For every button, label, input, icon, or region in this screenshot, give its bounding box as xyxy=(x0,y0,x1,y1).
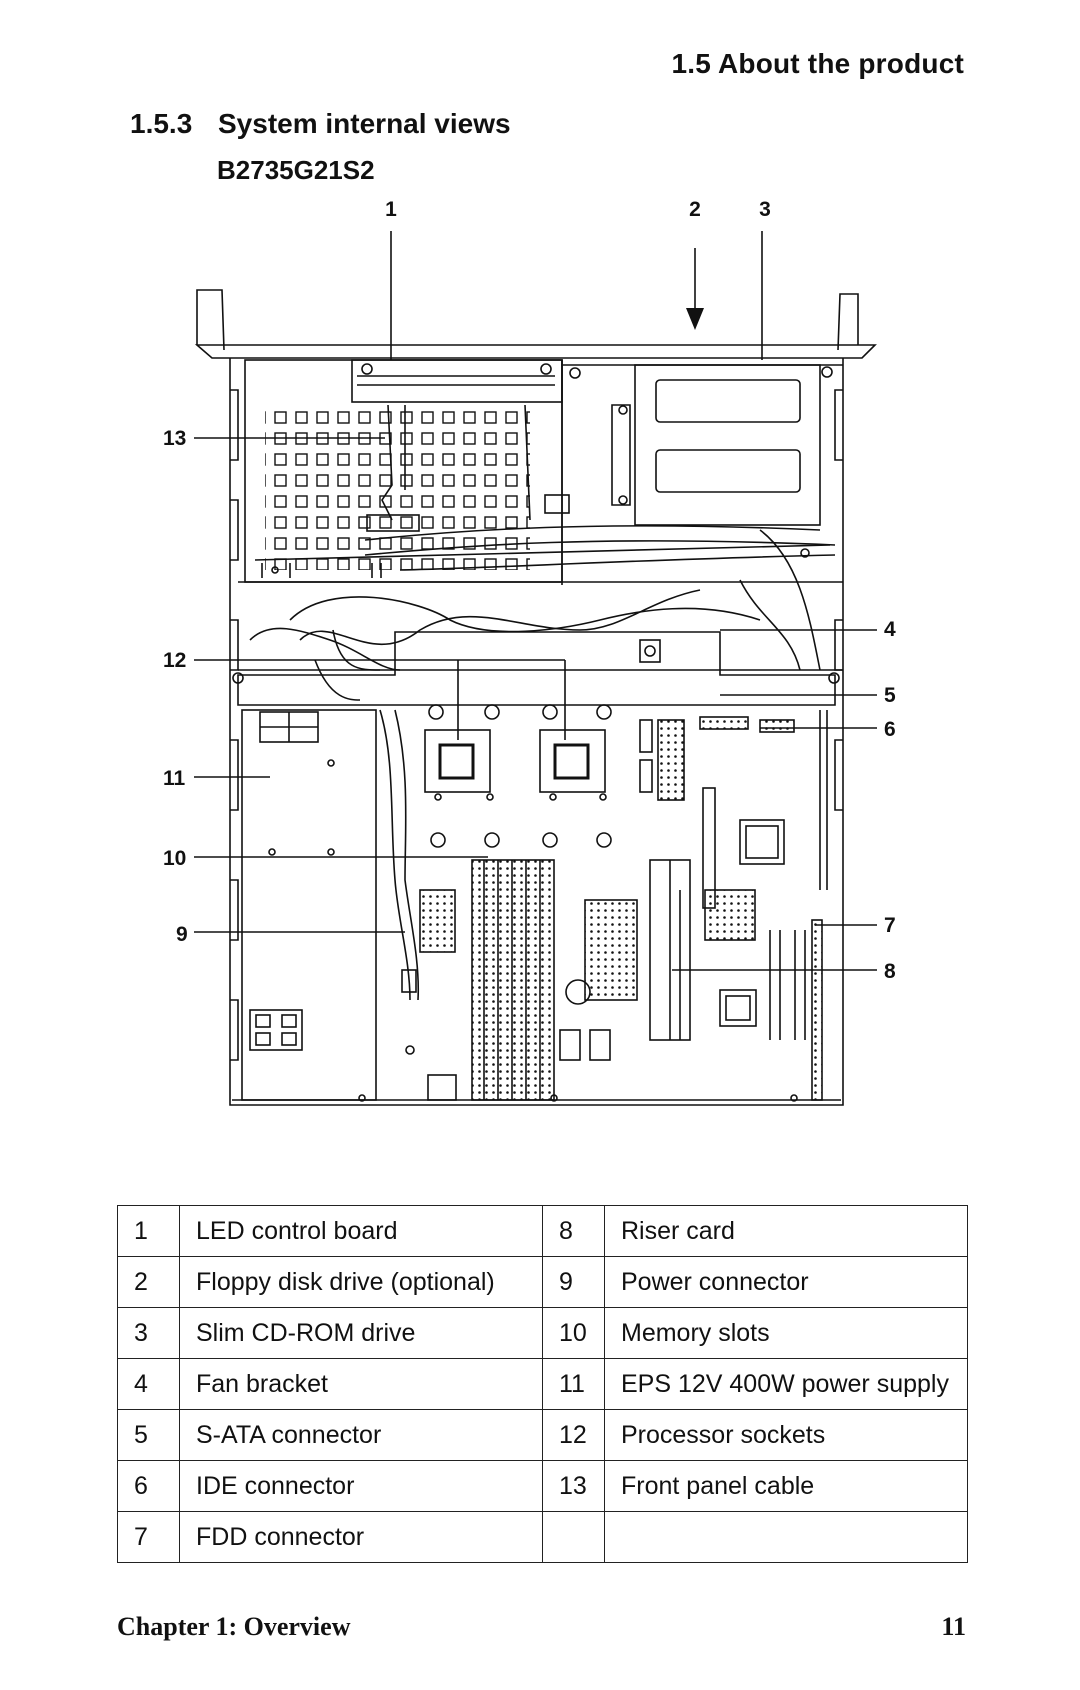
legend-description: Power connector xyxy=(604,1256,968,1308)
system-internal-diagram: 1 2 3 4 5 6 7 8 9 10 11 12 13 xyxy=(163,200,896,1106)
legend-description: Riser card xyxy=(604,1205,968,1257)
legend-number: 8 xyxy=(542,1205,605,1257)
subsection-number: 1.5.3 xyxy=(130,108,193,139)
callout-7: 7 xyxy=(884,914,896,937)
legend-description: S-ATA connector xyxy=(179,1409,543,1461)
callout-2: 2 xyxy=(689,200,701,221)
table-row: 2 Floppy disk drive (optional) 9 Power c… xyxy=(117,1256,968,1308)
callout-labels: 1 2 3 4 5 6 7 8 9 10 11 12 13 xyxy=(163,200,896,983)
legend-number: 6 xyxy=(117,1460,180,1512)
legend-number: 13 xyxy=(542,1460,605,1512)
legend-number: 2 xyxy=(117,1256,180,1308)
model-number: B2735G21S2 xyxy=(217,155,375,185)
legend-number: 10 xyxy=(542,1307,605,1359)
legend-description: LED control board xyxy=(179,1205,543,1257)
legend-number: 4 xyxy=(117,1358,180,1410)
callout-10: 10 xyxy=(163,847,186,870)
callout-6: 6 xyxy=(884,718,896,741)
page-footer: Chapter 1: Overview 11 xyxy=(117,1612,966,1642)
legend-description: Floppy disk drive (optional) xyxy=(179,1256,543,1308)
legend-number: 1 xyxy=(117,1205,180,1257)
legend-description: IDE connector xyxy=(179,1460,543,1512)
legend-number: 9 xyxy=(542,1256,605,1308)
legend-description: Front panel cable xyxy=(604,1460,968,1512)
callout-3: 3 xyxy=(759,200,771,221)
subsection-heading: 1.5.3 System internal views xyxy=(130,108,511,140)
callout-4: 4 xyxy=(884,618,896,641)
page-number: 11 xyxy=(941,1612,966,1641)
legend-number xyxy=(542,1511,605,1563)
legend-description: EPS 12V 400W power supply xyxy=(604,1358,968,1410)
section-header: 1.5 About the product xyxy=(671,48,964,79)
table-row: 1 LED control board 8 Riser card xyxy=(117,1205,968,1257)
table-row: 6 IDE connector 13 Front panel cable xyxy=(117,1460,968,1512)
chassis-drawing xyxy=(194,231,877,1106)
table-row: 7 FDD connector xyxy=(117,1511,968,1563)
legend-number: 7 xyxy=(117,1511,180,1563)
subsection-title: System internal views xyxy=(218,108,511,139)
legend-description: FDD connector xyxy=(179,1511,543,1563)
component-legend-table: 1 LED control board 8 Riser card 2 Flopp… xyxy=(117,1205,968,1563)
arrow-down-icon xyxy=(686,308,704,330)
callout-1: 1 xyxy=(385,200,397,221)
chapter-title: Chapter 1: Overview xyxy=(117,1612,351,1641)
legend-description: Memory slots xyxy=(604,1307,968,1359)
legend-description: Fan bracket xyxy=(179,1358,543,1410)
callout-5: 5 xyxy=(884,684,896,707)
legend-number: 5 xyxy=(117,1409,180,1461)
callout-12: 12 xyxy=(163,649,186,672)
legend-number: 11 xyxy=(542,1358,605,1410)
table-row: 4 Fan bracket 11 EPS 12V 400W power supp… xyxy=(117,1358,968,1410)
legend-description: Slim CD-ROM drive xyxy=(179,1307,543,1359)
table-row: 3 Slim CD-ROM drive 10 Memory slots xyxy=(117,1307,968,1359)
callout-9: 9 xyxy=(176,923,188,946)
callout-11: 11 xyxy=(163,767,186,790)
callout-8: 8 xyxy=(884,960,896,983)
table-row: 5 S-ATA connector 12 Processor sockets xyxy=(117,1409,968,1461)
legend-description xyxy=(604,1511,968,1563)
legend-description: Processor sockets xyxy=(604,1409,968,1461)
legend-number: 12 xyxy=(542,1409,605,1461)
callout-13: 13 xyxy=(163,427,186,450)
legend-number: 3 xyxy=(117,1307,180,1359)
